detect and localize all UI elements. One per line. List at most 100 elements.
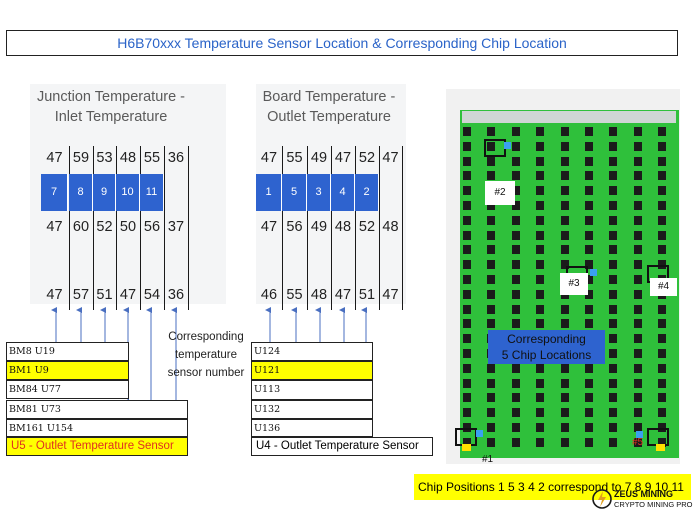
left-label-bm161: BM161 U154 (6, 419, 188, 437)
pcb-chip (609, 437, 618, 447)
pcb-chip (609, 349, 618, 358)
pcb-chip (633, 186, 642, 196)
pcb-chip (536, 423, 545, 432)
pcb-chip (658, 260, 667, 270)
sensor-marker (504, 142, 511, 149)
pcb-chip (487, 171, 496, 181)
right-outlet-sensor-label: U4 - Outlet Temperature Sensor (251, 437, 433, 456)
pcb-chip (585, 289, 593, 299)
pcb-chip (633, 127, 642, 136)
pcb-chip (487, 289, 496, 299)
pcb-chip (633, 408, 642, 418)
pcb-chip (487, 304, 496, 314)
chip-marker-3: #3 (560, 273, 588, 295)
pcb-chip (463, 127, 471, 136)
pcb-chip (536, 245, 545, 255)
pcb-chip (511, 363, 520, 373)
pcb-chip (463, 349, 471, 358)
pcb-chip (633, 393, 642, 403)
pcb-chip (560, 215, 569, 225)
chip-location-highlight (484, 139, 506, 157)
pcb-chip (560, 304, 569, 314)
page-title: H6B70xxx Temperature Sensor Location & C… (6, 30, 678, 56)
pcb-chip (536, 186, 545, 196)
right-r2-c5: 47 (382, 287, 399, 303)
pcb-chip (536, 171, 545, 181)
pcb-chip (463, 393, 471, 403)
chip-marker-2: #2 (485, 181, 515, 205)
left-title-line2: Inlet Temperature (54, 109, 168, 125)
pcb-chip (487, 319, 496, 329)
left-r1-c4: 56 (143, 219, 161, 235)
pcb-chip (658, 408, 667, 418)
right-label-u113: U113 (251, 380, 373, 400)
pcb-chip (536, 156, 545, 166)
pcb-chip (585, 186, 593, 196)
pcb-chip (560, 408, 569, 418)
right-chip-4: 4 (331, 174, 355, 211)
pcb-chip (463, 334, 471, 344)
logo-text-line2: CRYPTO MINING PRO (614, 500, 693, 509)
zeus-mining-logo: ZEUS MINING CRYPTO MINING PRO (592, 486, 696, 512)
left-r2-c2: 51 (96, 287, 113, 303)
pcb-chip (585, 141, 593, 151)
right-r0-c0: 47 (260, 150, 278, 166)
pcb-chip (658, 201, 667, 210)
pcb-chip (487, 215, 496, 225)
pcb-chip (463, 201, 471, 210)
pcb-chip (511, 275, 520, 284)
lightning-logo-icon (592, 489, 612, 509)
pcb-chip (536, 393, 545, 403)
sensor-text: U5 - Outlet Temperature Sensor (11, 440, 174, 452)
pcb-chip (609, 230, 618, 240)
pcb-chip (536, 201, 545, 210)
pcb-chip (463, 437, 471, 447)
pcb-chip (511, 171, 520, 181)
pcb-chip (633, 201, 642, 210)
left-r0-c4: 55 (143, 150, 161, 166)
yellow-component (462, 444, 471, 451)
left-label-bm1: BM1 U9 (6, 361, 129, 380)
pcb-chip (585, 378, 593, 388)
pcb-chip (487, 201, 496, 210)
left-r0-c5: 36 (167, 150, 185, 166)
pcb-chip (511, 230, 520, 240)
pcb-chip (633, 215, 642, 225)
pcb-chip (585, 215, 593, 225)
pcb-chip (609, 393, 618, 403)
pcb-chip (609, 334, 618, 344)
left-r1-c3: 50 (119, 219, 137, 235)
pcb-chip (585, 260, 593, 270)
pcb-chip (658, 127, 667, 136)
right-r2-c0: 46 (260, 287, 278, 303)
pcb-chip (487, 408, 496, 418)
pcb-chip (585, 363, 593, 373)
left-r1-c0: 47 (46, 219, 63, 235)
right-r0-c2: 49 (310, 150, 328, 166)
pcb-chip (609, 304, 618, 314)
pcb-chip (560, 423, 569, 432)
pcb-chip (511, 260, 520, 270)
pcb-chip (487, 127, 496, 136)
right-grid-line (282, 146, 283, 310)
chip-position-mapping: Chip Positions 1 5 3 4 2 correspond to 7… (414, 474, 691, 500)
left-chip-8: 8 (69, 174, 93, 211)
pcb-chip (658, 186, 667, 196)
pcb-chip (511, 156, 520, 166)
pcb-chip (463, 289, 471, 299)
pcb-chip (511, 423, 520, 432)
pcb-chip (609, 156, 618, 166)
pcb-chip (633, 275, 642, 284)
pcb-chip (658, 363, 667, 373)
right-label-u124: U124 (251, 342, 373, 361)
pcb-chip (560, 141, 569, 151)
pcb-chip (487, 393, 496, 403)
right-r1-c3: 48 (334, 219, 352, 235)
left-r2-c3: 47 (119, 287, 137, 303)
pcb-chip (585, 171, 593, 181)
pcb-chip (560, 156, 569, 166)
pcb-chip (633, 230, 642, 240)
pcb-chip (487, 437, 496, 447)
pcb-chip (463, 275, 471, 284)
pcb-chip (560, 171, 569, 181)
